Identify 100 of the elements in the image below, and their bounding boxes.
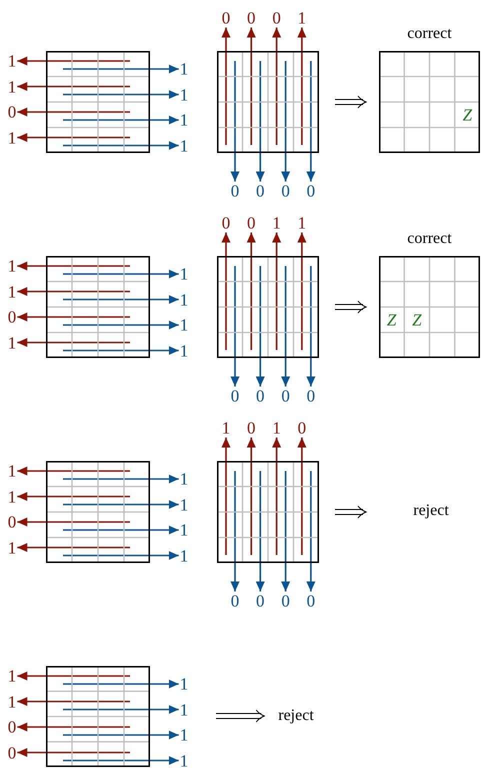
bit-label: 1: [8, 129, 16, 146]
bit-label: 0: [8, 514, 16, 530]
arrow: [222, 438, 230, 555]
arrow: [281, 471, 290, 592]
arrow: [17, 338, 130, 347]
arrow: [246, 28, 256, 145]
arrow: [230, 471, 240, 592]
bit-label: 1: [180, 522, 188, 538]
arrow: [297, 28, 306, 145]
arrow: [17, 82, 130, 91]
implies-arrow: [334, 96, 366, 108]
bit-label: 1: [8, 462, 16, 480]
arrow: [297, 232, 306, 350]
bit-label: 1: [8, 78, 16, 95]
arrow: [63, 320, 179, 330]
arrow: [256, 61, 265, 182]
bit-label: 1: [180, 701, 188, 718]
bit-label: 0: [8, 104, 16, 120]
bit-label: 0: [306, 592, 316, 610]
bit-label: 0: [306, 182, 316, 200]
arrow: [63, 680, 179, 688]
result-text: reject: [278, 708, 314, 724]
bit-label: 1: [180, 266, 188, 282]
bit-label: 1: [180, 496, 188, 513]
bit-label: 1: [8, 258, 16, 274]
result-text: reject: [413, 503, 449, 519]
bit-label: 0: [247, 214, 256, 232]
bit-label: 0: [272, 10, 281, 26]
arrow: [272, 232, 282, 350]
arrow: [222, 232, 230, 350]
bit-label: 1: [180, 470, 188, 488]
arrow: [63, 270, 179, 278]
arrow: [17, 672, 130, 680]
arrow: [306, 471, 316, 592]
arrow: [17, 543, 130, 552]
bit-label: 1: [180, 316, 188, 334]
arrow: [63, 730, 179, 740]
bit-label: 1: [222, 420, 230, 436]
arrow: [230, 266, 240, 386]
bit-label: 1: [180, 752, 188, 768]
bit-label: 0: [8, 744, 16, 761]
bit-label: 0: [256, 182, 265, 200]
bit-label: 1: [272, 214, 281, 232]
arrow: [306, 266, 316, 386]
bit-label: 0: [222, 10, 230, 26]
bit-label: 1: [180, 342, 188, 359]
arrow: [63, 116, 179, 124]
implies-arrow: [334, 300, 366, 314]
bit-label: 0: [230, 182, 240, 200]
arrow: [281, 266, 290, 386]
arrow: [17, 133, 130, 142]
bit-label: 1: [272, 420, 281, 436]
arrow: [63, 526, 179, 534]
arrow: [246, 438, 256, 555]
arrow: [17, 518, 130, 526]
bit-label: 0: [222, 214, 230, 232]
arrow: [63, 346, 179, 355]
bit-label: 1: [298, 10, 306, 26]
arrow: [17, 56, 130, 66]
bit-label: 1: [180, 291, 188, 308]
bit-label: 1: [180, 112, 188, 128]
bit-label: 0: [256, 592, 265, 610]
bit-label: 0: [281, 388, 290, 404]
bit-label: 1: [8, 283, 16, 300]
bit-label: 0: [298, 420, 306, 436]
bit-label: 1: [180, 547, 188, 564]
cell-variable: Z: [462, 106, 472, 124]
bit-label: 0: [306, 388, 316, 404]
arrow: [63, 90, 179, 99]
arrow: [63, 705, 179, 714]
bit-label: 1: [180, 60, 188, 78]
arrow: [17, 466, 130, 476]
arrow: [63, 64, 179, 74]
bit-label: 1: [8, 334, 16, 351]
arrow: [17, 312, 130, 322]
grid-heading: correct: [406, 229, 453, 248]
arrow: [17, 697, 130, 706]
arrow: [272, 438, 282, 555]
bit-label: 0: [281, 182, 290, 200]
arrow: [306, 61, 316, 182]
bit-label: 1: [298, 214, 306, 232]
arrow: [63, 551, 179, 560]
arrow: [17, 748, 130, 757]
arrow: [63, 295, 179, 304]
bit-label: 1: [8, 488, 16, 505]
bit-label: 1: [180, 86, 188, 103]
arrow: [256, 471, 265, 592]
arrow: [230, 61, 240, 182]
arrow: [222, 28, 230, 145]
arrow: [17, 492, 130, 501]
arrow: [63, 474, 179, 484]
arrow: [297, 438, 306, 555]
arrow: [17, 262, 130, 270]
arrow: [256, 266, 265, 386]
bit-label: 1: [180, 676, 188, 692]
arrow: [63, 756, 179, 765]
implies-arrow: [216, 710, 265, 722]
bit-label: 1: [8, 52, 16, 70]
arrow: [63, 141, 179, 150]
cell-variable: Z: [412, 311, 422, 328]
